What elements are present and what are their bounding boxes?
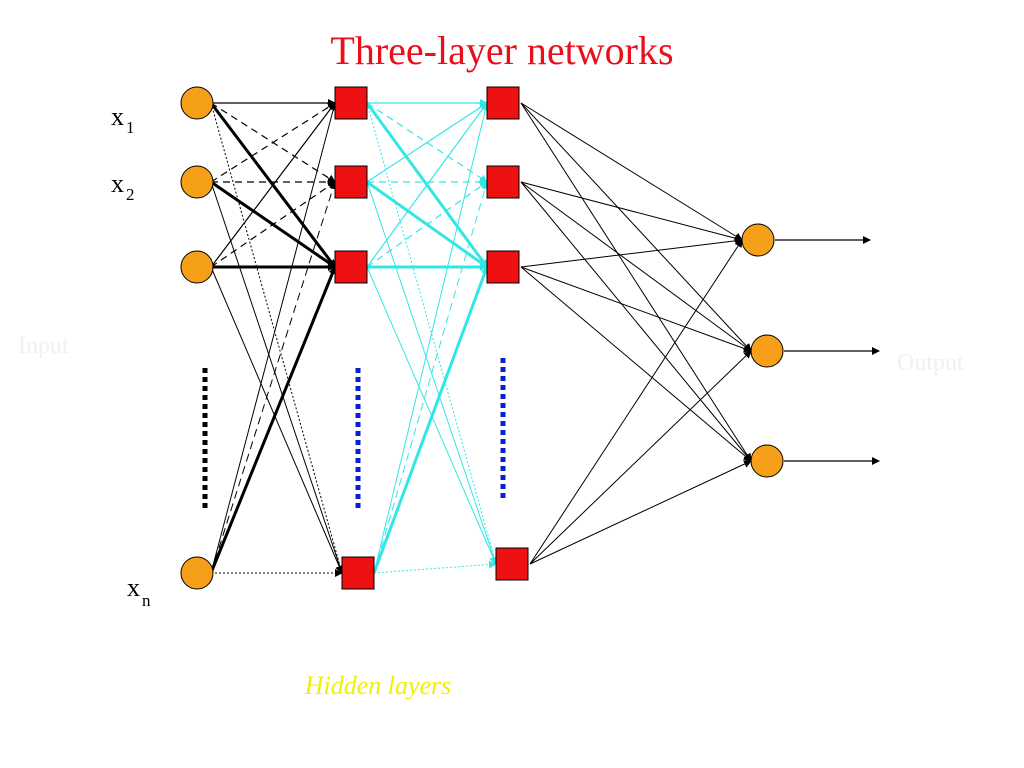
input-label-x: x	[127, 573, 140, 602]
connections	[209, 99, 880, 577]
input-label-x1: x 1	[111, 102, 135, 137]
edge-hidden2-output	[520, 266, 752, 353]
edge-input-hidden1	[210, 102, 336, 183]
edge-hidden2-output	[529, 460, 752, 565]
edge-hidden2-output	[520, 266, 752, 462]
edge-hidden2-output	[520, 181, 752, 462]
edge-hidden1-hidden2	[366, 102, 488, 268]
input-node	[180, 250, 214, 284]
edge-hidden2-output	[520, 181, 743, 243]
input-node	[180, 165, 214, 199]
edge-hidden2-output	[529, 239, 743, 565]
output-node	[750, 334, 784, 368]
hidden1-node	[341, 556, 375, 590]
input-label-xn: x n	[127, 573, 151, 610]
input-label-x2: x 2	[111, 169, 135, 204]
edge-input-hidden1	[210, 266, 343, 574]
edge-hidden2-output	[520, 181, 752, 352]
output-node	[750, 444, 784, 478]
edge-hidden2-output	[520, 102, 752, 352]
edge-hidden1-hidden2	[372, 266, 489, 574]
input-label-x: x	[111, 102, 124, 131]
edge-hidden2-output	[520, 102, 752, 462]
edge-hidden1-hidden2	[366, 102, 488, 183]
output-caption: Output	[897, 350, 964, 376]
edge-hidden1-hidden2	[373, 181, 489, 574]
hidden1-node	[334, 86, 368, 120]
edge-input-hidden1	[210, 181, 336, 268]
edge-input-hidden1	[210, 102, 336, 268]
edge-hidden1-hidden2	[366, 181, 488, 268]
hidden2-node	[495, 547, 529, 581]
hidden-layers-caption: Hidden layers	[304, 671, 452, 700]
hidden1-node	[334, 250, 368, 284]
hidden2-node	[486, 250, 520, 284]
edge-input-hidden1	[210, 102, 338, 574]
edge-input-hidden1	[210, 102, 344, 574]
edge-input-hidden1	[210, 181, 344, 574]
edge-input-hidden1	[210, 181, 337, 574]
edge-hidden2-output	[529, 350, 752, 565]
input-caption: Input	[18, 333, 69, 359]
edge-hidden1-hidden2	[373, 102, 490, 574]
hidden2-node	[486, 165, 520, 199]
nodes	[180, 86, 784, 590]
input-label-x: x	[111, 169, 124, 198]
edge-input-hidden1	[209, 266, 337, 574]
output-node	[741, 223, 775, 257]
edge-hidden2-output	[520, 102, 743, 241]
input-label-subscript: 1	[126, 118, 135, 137]
input-label-subscript: n	[142, 591, 151, 610]
edge-hidden2-output	[520, 236, 743, 268]
input-node	[180, 86, 214, 120]
hidden2-node	[486, 86, 520, 120]
slide-title: Three-layer networks	[330, 28, 673, 73]
hidden1-node	[334, 165, 368, 199]
input-node	[180, 556, 214, 590]
input-label-subscript: 2	[126, 185, 135, 204]
edge-hidden1-hidden2	[373, 560, 497, 574]
